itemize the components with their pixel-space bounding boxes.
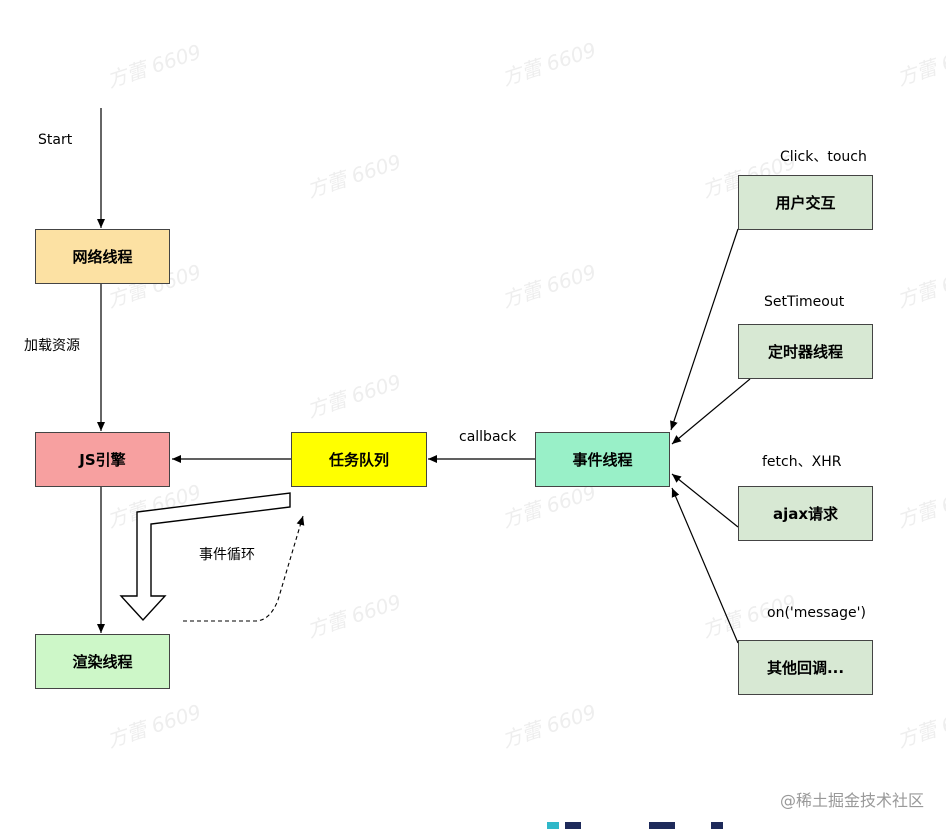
cropped-bottom-content (547, 822, 723, 829)
arrow-user-to-event (670, 228, 739, 431)
node-label: 网络线程 (72, 248, 133, 266)
node-timer-thread: 定时器线程 (738, 324, 873, 379)
footer-attribution: @稀土掘金技术社区 (779, 791, 924, 810)
arrow-other-to-event (671, 487, 739, 644)
node-label: 事件线程 (572, 451, 633, 469)
label-click-touch: Click、touch (780, 149, 867, 165)
node-js-engine: JS引擎 (35, 432, 170, 487)
label-settimeout: SetTimeout (764, 294, 845, 310)
label-fetch-xhr: fetch、XHR (762, 454, 842, 470)
arrow-ajax-to-event (671, 473, 739, 528)
label-start: Start (38, 132, 73, 148)
node-label: 其他回调... (766, 659, 845, 677)
label-on-message: on('message') (767, 605, 866, 621)
label-callback: callback (459, 429, 517, 445)
node-label: 定时器线程 (767, 343, 843, 361)
event-loop-hollow-arrow (119, 492, 291, 622)
label-event-loop: 事件循环 (199, 547, 255, 563)
node-render-thread: 渲染线程 (35, 634, 170, 689)
node-label: 用户交互 (775, 194, 836, 212)
node-ajax-request: ajax请求 (738, 486, 873, 541)
event-loop-dashed-arrow (183, 515, 305, 622)
node-network-thread: 网络线程 (35, 229, 170, 284)
node-label: 任务队列 (328, 451, 389, 469)
label-load-resource: 加载资源 (24, 338, 80, 354)
node-task-queue: 任务队列 (291, 432, 427, 487)
node-label: JS引擎 (79, 451, 126, 469)
node-other-callbacks: 其他回调... (738, 640, 873, 695)
arrow-timer-to-event (671, 378, 751, 445)
node-label: ajax请求 (772, 505, 839, 523)
node-label: 渲染线程 (72, 653, 133, 671)
node-user-interaction: 用户交互 (738, 175, 873, 230)
node-event-thread: 事件线程 (535, 432, 670, 487)
